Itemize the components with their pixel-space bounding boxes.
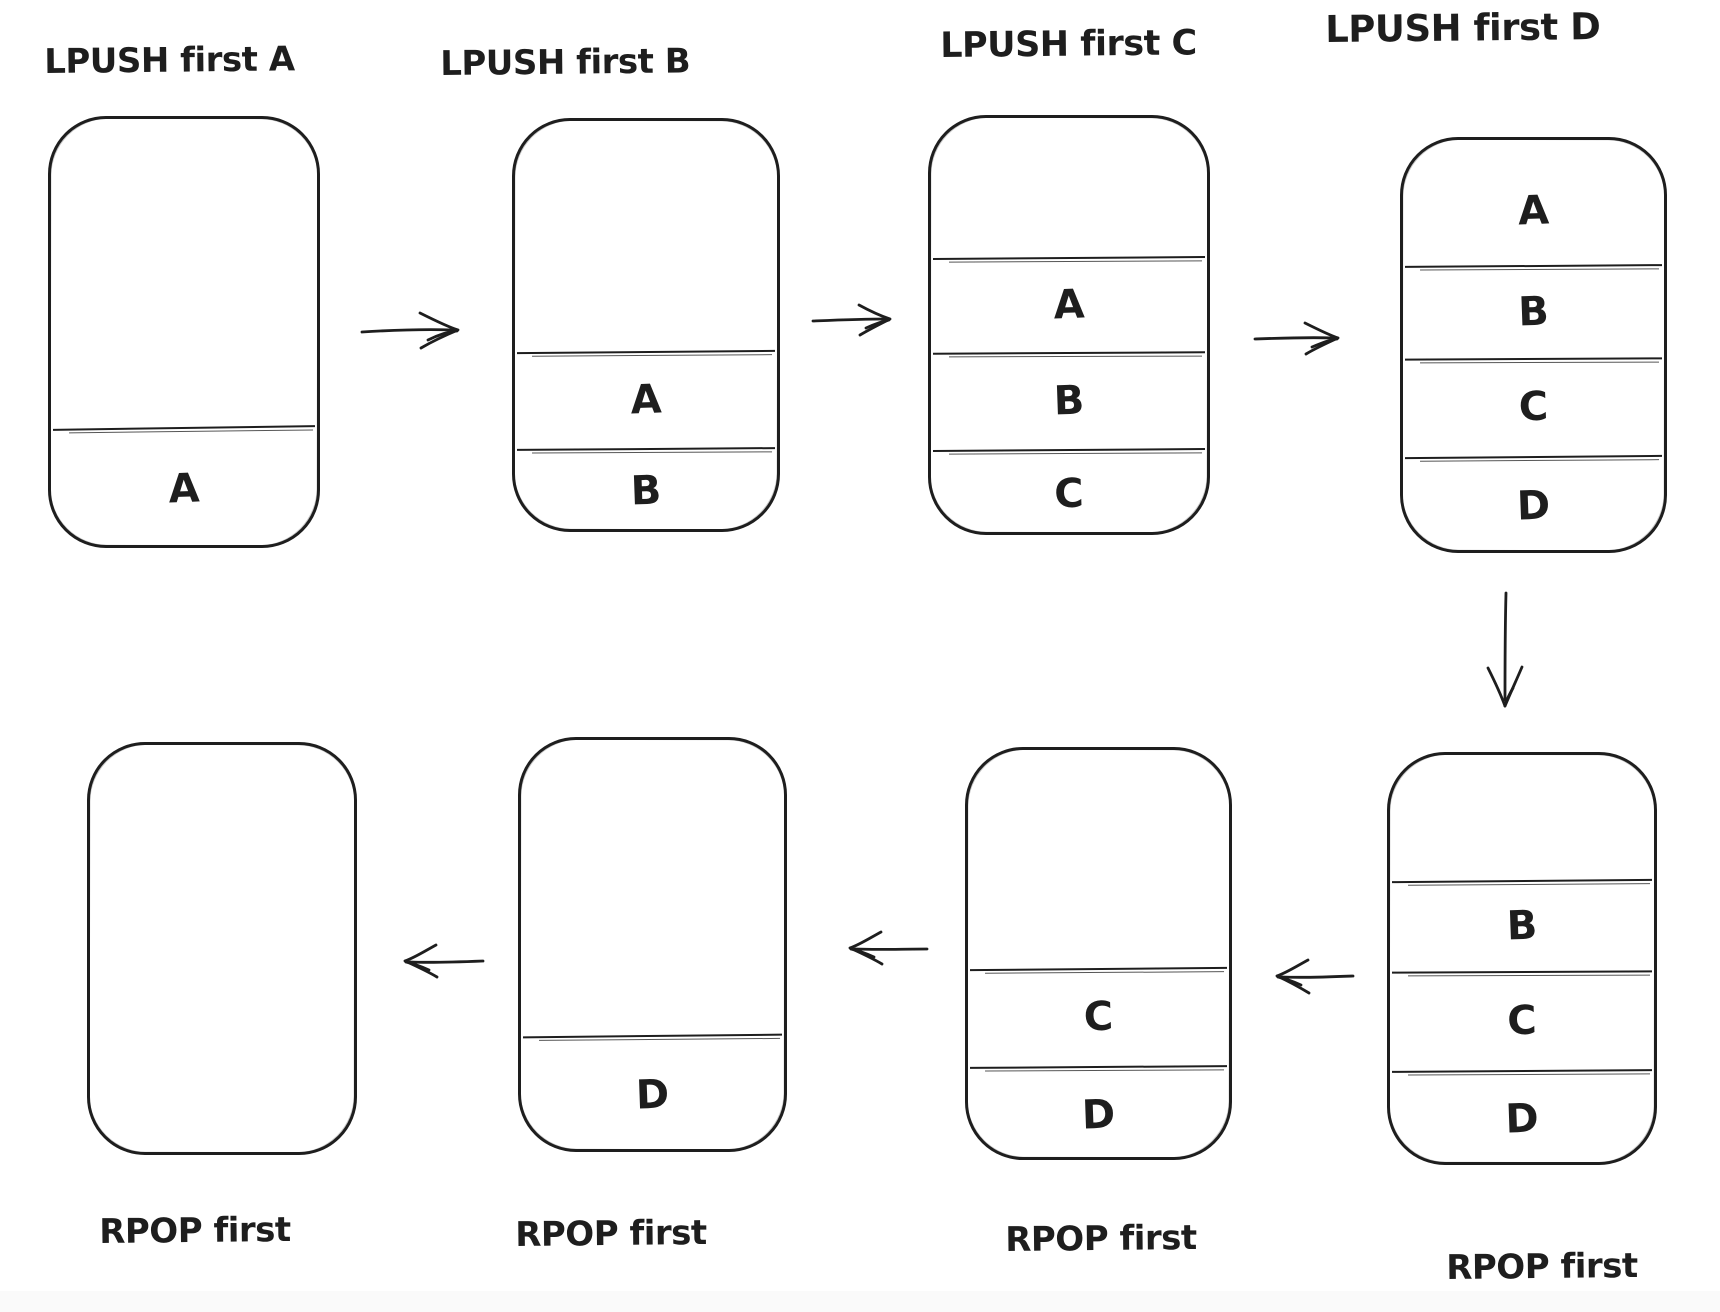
list-cell: A [629,375,663,424]
list-cell: A [1052,280,1086,329]
arrow-right-icon [358,306,476,354]
step-label-lpush-d: LPUSH first D [1325,5,1601,51]
list-cell: D [1516,482,1551,530]
list-cell: A [167,465,201,513]
step-label-rpop-2: RPOP first [1005,1217,1197,1260]
list-box-lpush-c: A B C [928,115,1210,535]
step-label-rpop-4: RPOP first [99,1209,291,1252]
list-cell: C [1053,470,1085,517]
list-cell: D [1504,1095,1540,1143]
list-cell: C [1083,993,1114,1041]
list-cell: B [1517,287,1550,336]
list-cell: B [1052,376,1086,425]
arrow-left-icon [1266,952,1356,998]
bottom-edge-strip [0,1291,1720,1312]
list-cell: C [1518,383,1549,431]
arrow-left-icon [392,938,486,982]
step-label-lpush-a: LPUSH first A [44,39,295,82]
list-box-lpush-a: A [48,116,320,548]
arrow-right-icon [810,300,905,340]
arrow-down-icon [1481,590,1529,726]
arrow-left-icon [838,926,930,968]
list-cell: A [1517,186,1550,235]
step-label-lpush-c: LPUSH first C [940,23,1197,66]
list-cell: D [635,1071,670,1119]
list-box-rpop-4 [87,742,357,1155]
list-box-lpush-b: A B [512,118,780,532]
step-label-rpop-1: RPOP first [1446,1245,1638,1288]
list-cell: D [1081,1090,1116,1139]
arrow-right-icon [1252,318,1352,358]
step-label-lpush-b: LPUSH first B [440,41,691,84]
list-box-lpush-d: A B C D [1400,137,1667,553]
list-box-rpop-2: C D [965,747,1232,1160]
list-cell: C [1506,997,1538,1044]
list-box-rpop-1: B C D [1387,752,1657,1165]
list-box-rpop-3: D [518,737,787,1152]
step-label-rpop-3: RPOP first [515,1212,707,1255]
list-cell: B [1505,901,1539,950]
list-cell: B [629,466,663,515]
